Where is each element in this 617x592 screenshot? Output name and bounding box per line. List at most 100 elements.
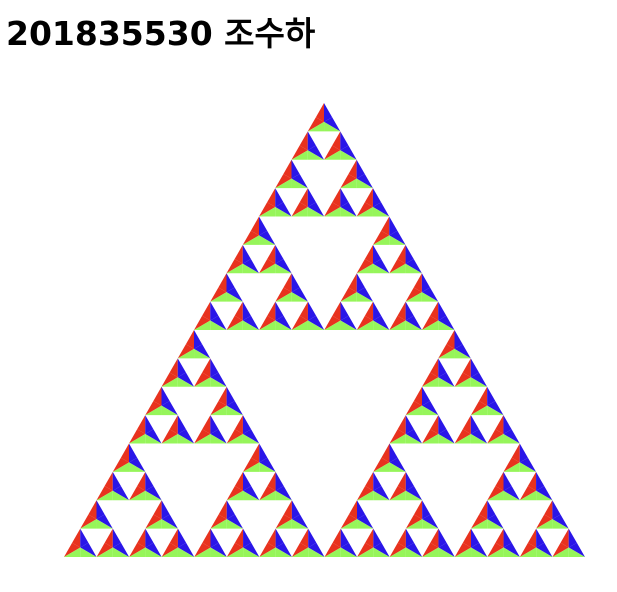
fractal-facet	[324, 315, 341, 330]
fractal-facet	[503, 434, 520, 444]
fractal-facet	[291, 145, 308, 160]
fractal-facet	[462, 358, 471, 378]
fractal-facet	[487, 500, 496, 520]
fractal-facet	[438, 415, 447, 435]
fractal-facet	[210, 528, 219, 548]
fractal-facet	[307, 315, 325, 330]
fractal-facet	[300, 528, 309, 548]
fractal-facet	[519, 457, 537, 472]
fractal-facet	[243, 462, 260, 472]
fractal-facet	[210, 429, 227, 444]
fractal-facet	[357, 514, 374, 529]
fractal-facet	[560, 528, 569, 548]
fractal-facet	[422, 429, 439, 444]
fractal-facet	[373, 301, 382, 321]
fractal-facet	[324, 121, 341, 132]
fractal-facet	[242, 315, 260, 330]
fractal-facet	[194, 348, 211, 359]
fractal-facet	[161, 542, 178, 557]
fractal-facet	[519, 486, 537, 501]
fractal-facet	[259, 547, 276, 557]
fractal-facet	[210, 315, 227, 330]
fractal-facet	[356, 207, 373, 217]
fractal-facet	[259, 216, 268, 236]
fractal-facet	[291, 287, 308, 302]
fractal-facet	[96, 547, 113, 557]
fractal-facet	[389, 315, 406, 330]
fractal-facet	[145, 490, 162, 501]
fractal-facet	[104, 528, 113, 548]
fractal-facet	[454, 372, 471, 387]
fractal-facet	[356, 287, 374, 302]
fractal-facet	[299, 131, 308, 151]
fractal-facet	[307, 188, 316, 208]
fractal-facet	[259, 202, 276, 217]
fractal-facet	[129, 486, 146, 501]
fractal-facet	[552, 547, 569, 557]
fractal-facet	[324, 547, 341, 557]
fractal-facet	[234, 415, 243, 435]
fractal-facet	[438, 315, 455, 330]
fractal-facet	[226, 292, 243, 302]
fractal-facet	[177, 547, 195, 557]
fractal-facet	[210, 358, 219, 378]
fractal-facet	[479, 386, 488, 406]
fractal-facet	[438, 547, 455, 557]
fractal-facet	[194, 330, 203, 349]
fractal-facet	[552, 542, 569, 557]
fractal-facet	[568, 542, 585, 557]
fractal-facet	[372, 207, 390, 217]
fractal-facet	[324, 117, 341, 132]
fractal-facet	[373, 528, 382, 548]
fractal-facet	[177, 358, 186, 378]
fractal-facet	[503, 490, 520, 501]
fractal-facet	[462, 415, 471, 435]
fractal-facet	[210, 434, 227, 444]
fractal-facet	[307, 202, 325, 217]
fractal-facet	[307, 117, 325, 132]
fractal-facet	[145, 547, 162, 557]
fractal-facet	[405, 542, 423, 557]
fractal-facet	[218, 500, 227, 520]
fractal-facet	[438, 434, 455, 444]
fractal-facet	[194, 372, 211, 387]
fractal-facet	[438, 358, 447, 378]
fractal-facet	[242, 263, 260, 274]
fractal-facet	[275, 207, 292, 217]
fractal-facet	[96, 514, 113, 529]
fractal-facet	[226, 320, 243, 330]
fractal-facet	[234, 528, 244, 548]
fractal-facet	[536, 519, 553, 529]
fractal-facet	[259, 490, 276, 501]
fractal-facet	[112, 542, 130, 557]
fractal-facet	[299, 301, 308, 321]
fractal-facet	[202, 301, 211, 321]
fractal-facet	[357, 500, 366, 520]
fractal-facet	[503, 462, 520, 472]
fractal-facet	[226, 405, 243, 416]
fractal-facet	[495, 471, 504, 491]
fractal-facet	[210, 542, 227, 557]
fractal-facet	[324, 207, 341, 217]
fractal-facet	[389, 216, 398, 236]
fractal-facet	[275, 542, 292, 557]
fractal-facet	[259, 259, 276, 274]
fractal-facet	[373, 320, 390, 330]
fractal-facet	[527, 471, 537, 491]
fractal-facet	[275, 486, 292, 501]
fractal-facet	[218, 386, 227, 406]
fractal-facet	[226, 490, 244, 501]
fractal-facet	[145, 400, 162, 416]
fractal-facet	[210, 292, 227, 302]
fractal-facet	[275, 315, 292, 330]
fractal-facet	[373, 315, 390, 330]
fractal-facet	[177, 372, 195, 387]
fractal-facet	[96, 500, 105, 520]
fractal-facet	[177, 434, 195, 444]
fractal-facet	[487, 386, 496, 406]
fractal-facet	[356, 320, 374, 330]
fractal-facet	[422, 500, 431, 520]
fractal-facet	[80, 519, 97, 529]
fractal-facet	[242, 235, 260, 245]
fractal-facet	[364, 188, 373, 208]
